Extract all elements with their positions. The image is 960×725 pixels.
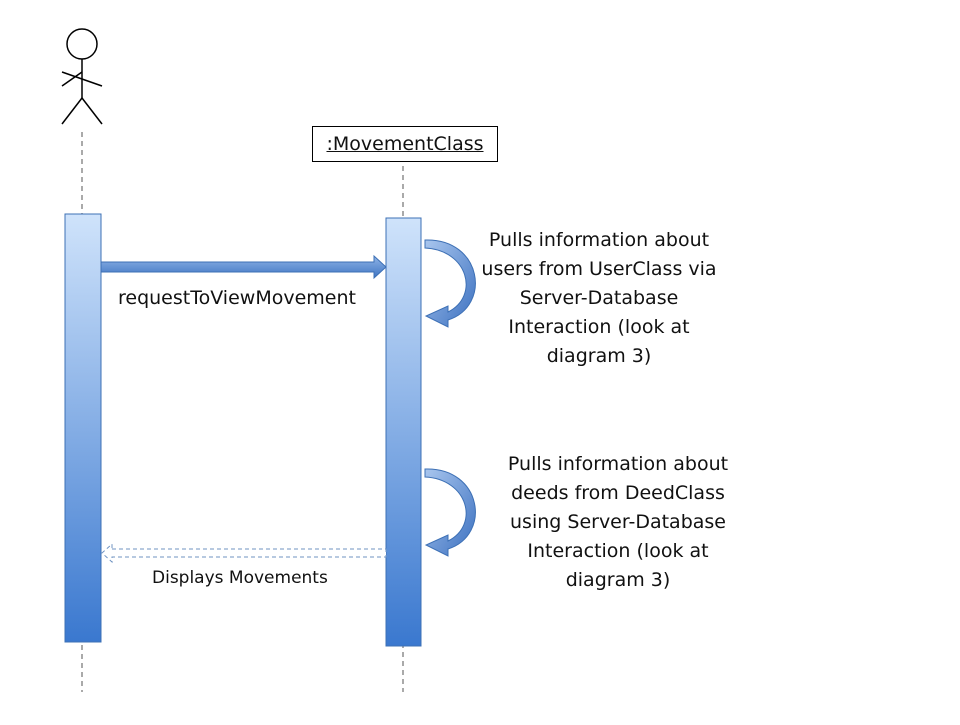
self-call-arrow-1 [424, 239, 476, 328]
note-line: deeds from DeedClass [511, 482, 725, 504]
movementclass-label: :MovementClass [326, 133, 484, 155]
note-line: diagram 3) [546, 345, 652, 367]
actor-head [66, 28, 98, 60]
note-line: Interaction (look at [508, 316, 690, 338]
note-line: diagram 3) [565, 569, 671, 591]
return-message-arrow [101, 542, 387, 564]
note-line: using Server-Database [510, 511, 726, 533]
actor-figure [61, 28, 103, 125]
actor-arms [61, 71, 103, 87]
return-message-label: Displays Movements [152, 568, 328, 588]
request-message-label: requestToViewMovement [118, 287, 356, 309]
actor-activation-bar [64, 213, 102, 643]
note-line: Server-Database [519, 287, 679, 309]
actor-leg-left [61, 97, 83, 125]
actor-arm-left [61, 71, 83, 87]
note-line: Pulls information about [507, 453, 729, 475]
note-line: Pulls information about [488, 229, 710, 251]
movementclass-activation-bar [385, 217, 422, 647]
actor-leg-right [81, 97, 103, 125]
request-message-arrow [100, 254, 387, 280]
self-call-note-2: Pulls information about deeds from DeedC… [487, 450, 749, 595]
movementclass-object-box: :MovementClass [312, 126, 498, 162]
self-call-arrow-2 [424, 468, 476, 557]
note-line: users from UserClass via [481, 258, 717, 280]
self-call-note-1: Pulls information about users from UserC… [468, 226, 730, 371]
note-line: Interaction (look at [527, 540, 709, 562]
